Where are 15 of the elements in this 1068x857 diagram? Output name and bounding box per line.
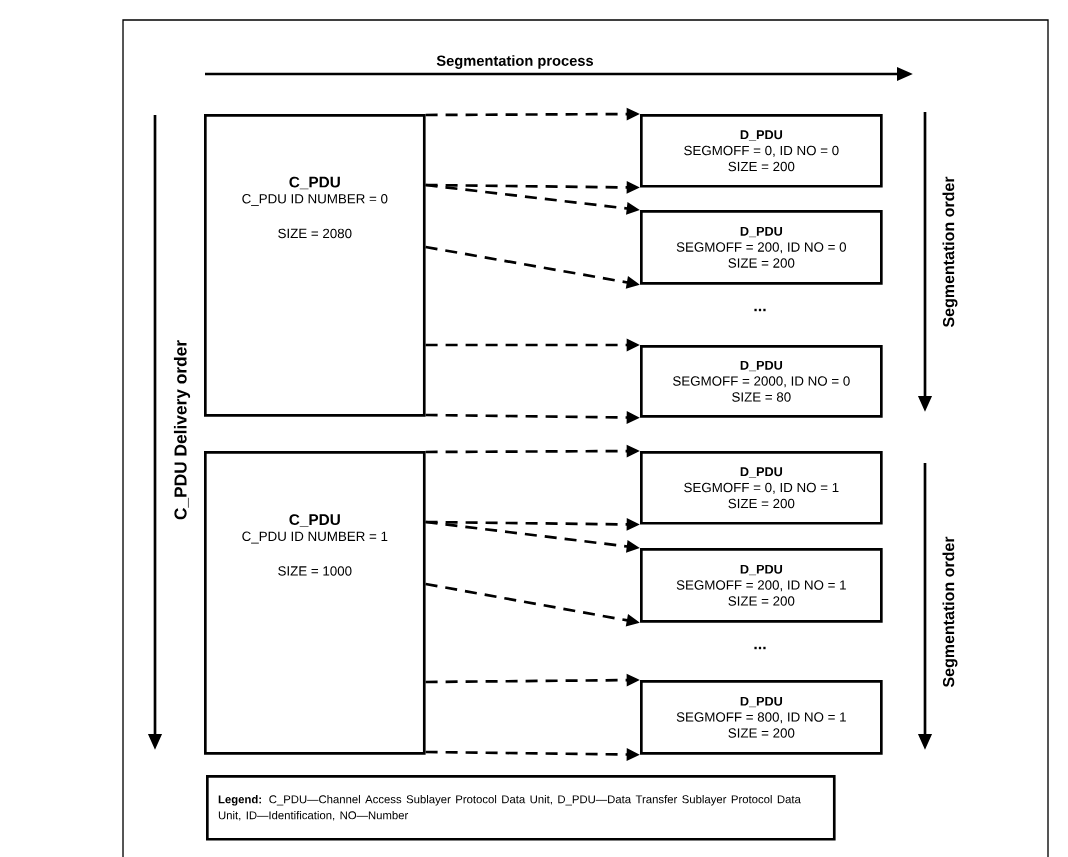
axis-label: Segmentation order	[942, 176, 958, 328]
axis-label: Segmentation order	[942, 536, 958, 688]
axis-label: C_PDU Delivery order	[173, 340, 191, 520]
cpdu-box: C_PDU C_PDU ID NUMBER = 0 SIZE = 2080	[204, 114, 426, 417]
cpdu-box: C_PDU C_PDU ID NUMBER = 1 SIZE = 1000	[204, 451, 426, 755]
dpdu-box: D_PDU SEGMOFF = 0, ID NO = 1 SIZE = 200	[640, 451, 883, 525]
ellipsis: ...	[754, 646, 766, 650]
dpdu-box: D_PDU SEGMOFF = 200, ID NO = 1 SIZE = 200	[640, 548, 883, 623]
dpdu-box: D_PDU SEGMOFF = 2000, ID NO = 0 SIZE = 80	[640, 345, 883, 418]
ellipsis: ...	[754, 308, 766, 312]
dpdu-box: D_PDU SEGMOFF = 200, ID NO = 0 SIZE = 200	[640, 210, 883, 285]
legend-box: Legend: C_PDU—Channel Access Sublayer Protocol Data Unit, D_PDU—Data Transfer Sublayer Protocol Data Unit, ID—Identification, NO—Number	[206, 775, 836, 841]
axis-label: Segmentation process	[436, 55, 594, 69]
dpdu-box: D_PDU SEGMOFF = 0, ID NO = 0 SIZE = 200	[640, 114, 883, 188]
dpdu-box: D_PDU SEGMOFF = 800, ID NO = 1 SIZE = 200	[640, 680, 883, 755]
